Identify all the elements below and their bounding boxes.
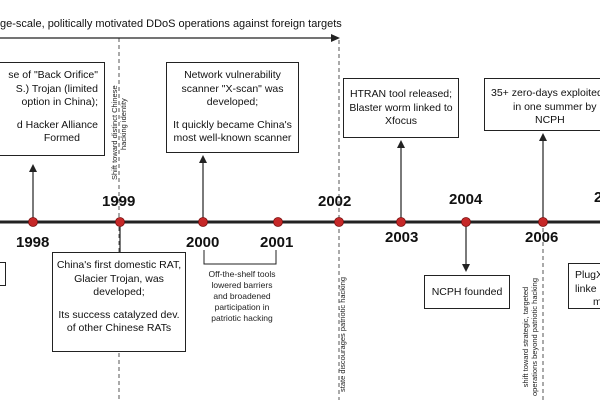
event-text: Blaster worm linked to: [349, 101, 453, 114]
event-text: developed;: [206, 96, 259, 108]
event-text: 35+ zero-days exploited: [491, 87, 600, 99]
event-text: in one summer by: [513, 100, 597, 113]
event-text: linke: [575, 282, 597, 295]
event-text: It quickly became China's: [173, 118, 292, 131]
note-text: Off-the-shelf tools: [208, 269, 276, 279]
event-box-glacier: China's first domestic RAT, Glacier Troj…: [52, 252, 186, 352]
marker-1999: [115, 217, 125, 227]
year-label-2006: 2006: [525, 229, 559, 246]
year-label-2003: 2003: [385, 229, 419, 246]
event-text: option in China);: [21, 96, 98, 108]
marker-2003: [396, 217, 406, 227]
year-label-cut: 2: [594, 189, 600, 206]
arrow-head-2003: [397, 140, 405, 148]
event-text: PlugX: [575, 269, 600, 281]
note-text: operations beyond patriotic hacking: [530, 278, 539, 396]
year-label-2001: 2001: [260, 234, 294, 251]
note-text: state discourages patriotic hacking: [338, 276, 347, 392]
note-text: participation in: [214, 302, 270, 312]
note-text: Shift toward distinct Chinese: [110, 85, 119, 180]
banner-arrow-head: [331, 34, 340, 42]
marker-2000: [198, 217, 208, 227]
marker-1998: [28, 217, 38, 227]
event-text: scanner "X-scan" was: [181, 82, 284, 95]
event-text: of other Chinese RATs: [66, 322, 172, 334]
event-box-plugx: PlugX linke m: [568, 263, 600, 309]
year-label-2004: 2004: [449, 191, 483, 208]
arrow-head-2006: [539, 133, 547, 141]
event-text: HTRAN tool released;: [349, 88, 453, 100]
event-text: se of "Back Orifice": [8, 69, 98, 81]
marker-2001: [273, 217, 283, 227]
event-text: Network vulnerability: [184, 69, 281, 81]
marker-2002: [334, 217, 344, 227]
note-shift-2006: shift toward strategic, targeted operati…: [521, 278, 539, 396]
year-label-1998: 1998: [16, 234, 50, 251]
event-text: S.) Trojan (limited: [15, 82, 98, 95]
event-text: Its success catalyzed dev.: [58, 308, 180, 321]
event-text: m: [575, 296, 600, 308]
marker-2004: [461, 217, 471, 227]
event-text: NCPH founded: [431, 286, 503, 298]
year-label-2000: 2000: [186, 234, 220, 251]
event-text: most well-known scanner: [173, 132, 292, 144]
event-box-cropped-left: [0, 262, 6, 286]
event-box-htran: HTRAN tool released; Blaster worm linked…: [343, 78, 459, 138]
arrow-head-1998: [29, 164, 37, 172]
note-text: shift toward strategic, targeted: [521, 286, 530, 388]
note-text: lowered barriers: [211, 280, 273, 290]
event-text: NCPH: [535, 114, 565, 126]
year-label-1999: 1999: [102, 193, 136, 210]
event-box-xscan: Network vulnerability scanner "X-scan" w…: [166, 62, 299, 153]
event-text: Formed: [43, 132, 80, 144]
event-box-ncph: NCPH founded: [424, 275, 510, 309]
year-label-2002: 2002: [318, 193, 352, 210]
event-text: China's first domestic RAT,: [56, 259, 182, 271]
event-box-zero-days: 35+ zero-days exploited in one summer by…: [484, 78, 600, 131]
event-text: d Hacker Alliance: [16, 118, 98, 131]
note-offshelf: Off-the-shelf tools lowered barriers and…: [196, 269, 288, 324]
event-text: developed;: [93, 286, 145, 298]
bracket-2000-2001: [203, 250, 277, 265]
event-text: Glacier Trojan, was: [74, 272, 164, 285]
event-text: Xfocus: [384, 115, 418, 127]
note-state-2002: state discourages patriotic hacking: [338, 277, 347, 392]
note-text: hacking identity: [119, 98, 128, 150]
arrow-head-2000: [199, 155, 207, 163]
arrow-head-2004: [462, 264, 470, 272]
banner-label: ge-scale, politically motivated DDoS ope…: [0, 18, 342, 30]
note-text: and broadened: [213, 291, 271, 301]
marker-2006: [538, 217, 548, 227]
event-box-back-orifice: se of "Back Orifice" S.) Trojan (limited…: [0, 62, 105, 156]
note-text: patriotic hacking: [211, 313, 273, 323]
note-shift-1999: Shift toward distinct Chinese hacking id…: [110, 85, 128, 180]
